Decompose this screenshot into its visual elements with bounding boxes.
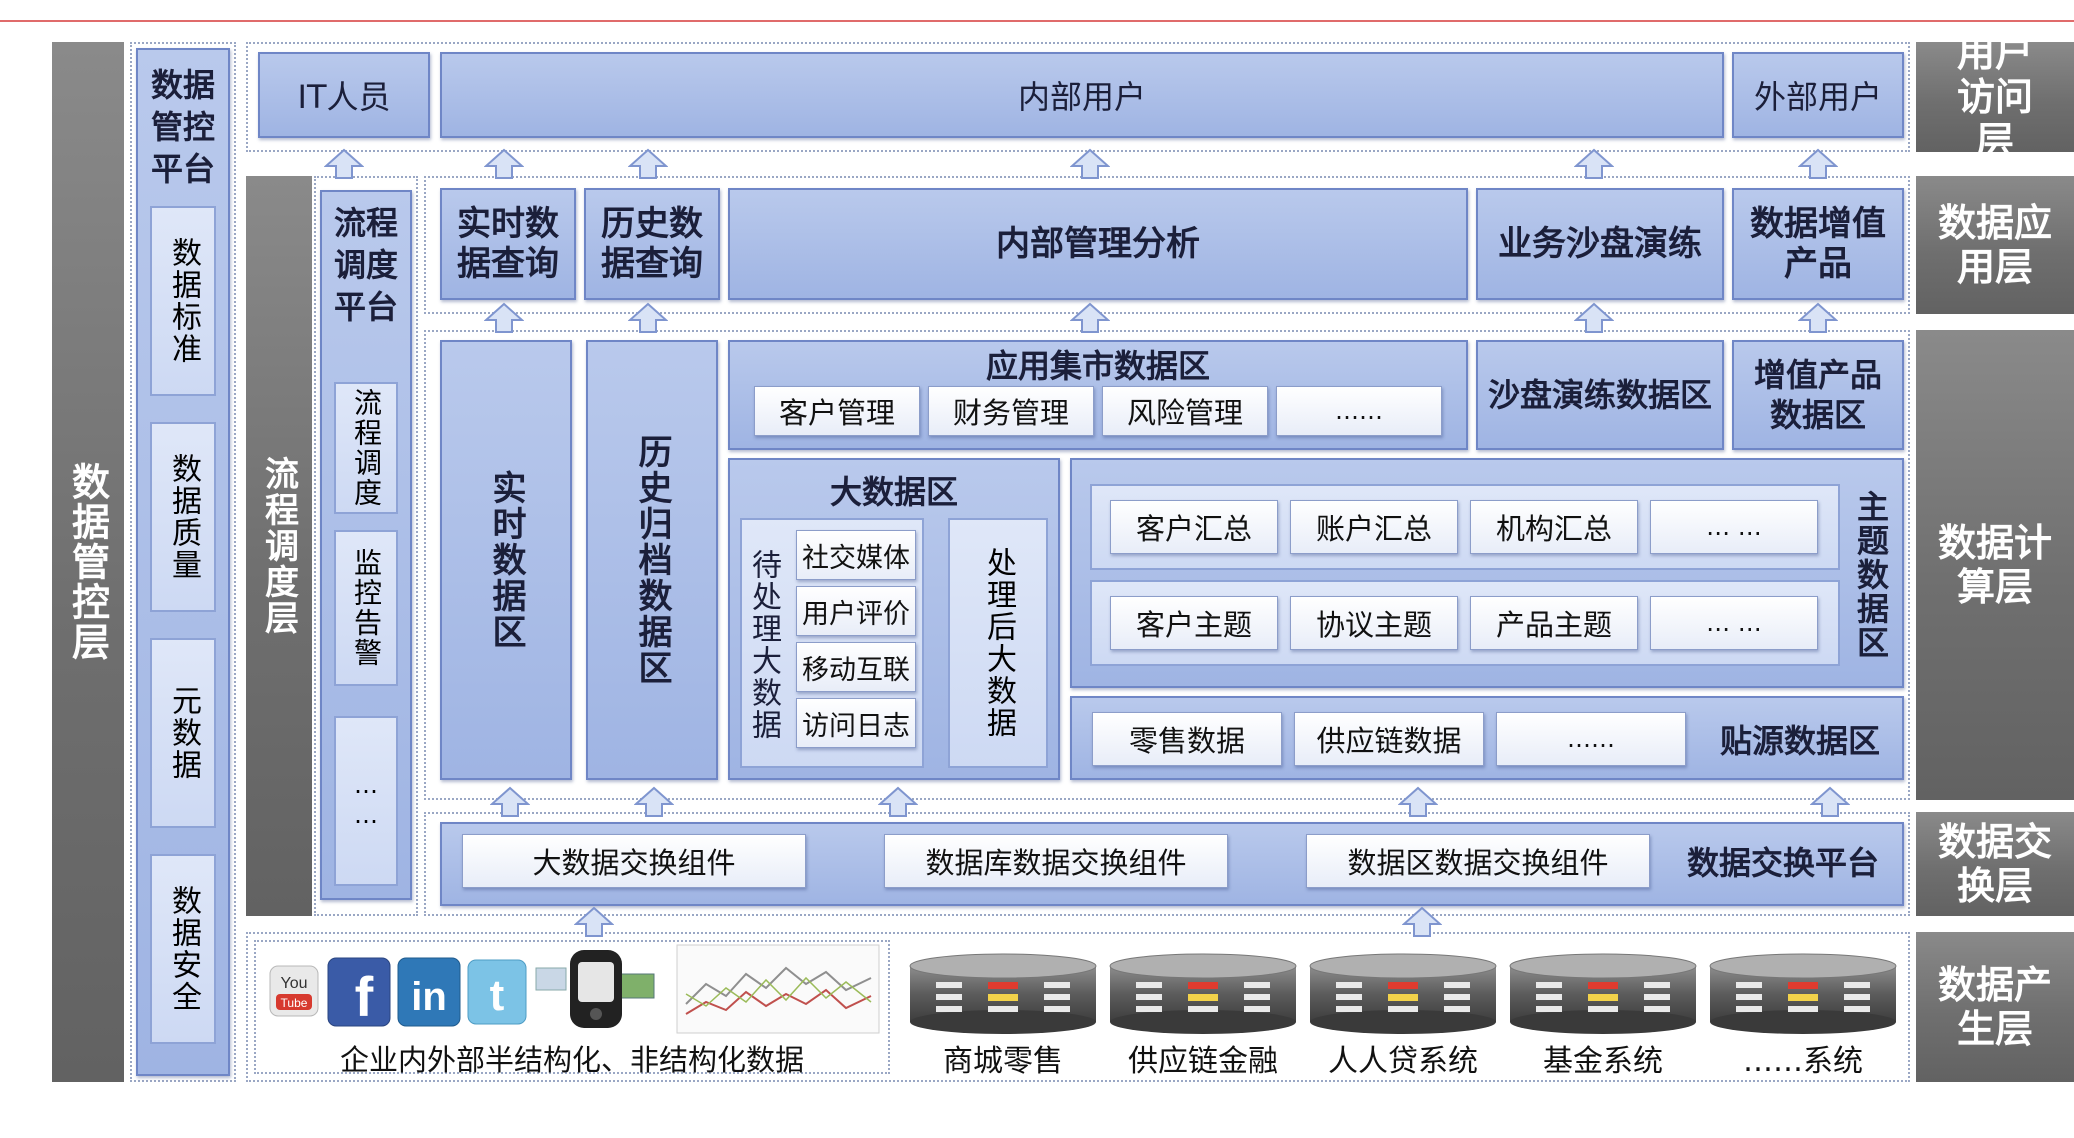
user-internal[interactable]: 内部用户: [440, 52, 1724, 138]
bigdata-title: 大数据区: [829, 473, 958, 511]
linkedin-icon: in: [396, 952, 462, 1032]
up-arrow-icon: [1797, 148, 1839, 180]
facebook-icon: f: [326, 952, 392, 1032]
up-arrow-icon: [483, 148, 525, 180]
up-arrow-icon: [1401, 906, 1443, 938]
subject-item-customer-summary[interactable]: 客户汇总: [1110, 500, 1278, 554]
governance-title: 数据管控平台: [150, 66, 215, 188]
governance-item-security[interactable]: 数据安全: [150, 854, 216, 1044]
up-arrow-icon: [1397, 786, 1439, 818]
access-layer-label: 用户访问层: [1916, 31, 2074, 163]
exchange-item-database[interactable]: 数据库数据交换组件: [884, 834, 1228, 888]
twitter-icon: t: [466, 954, 528, 1030]
produce-layer-label: 数据产生层: [1916, 932, 2074, 1082]
compute-layer-label: 数据计算层: [1916, 330, 2074, 800]
subject-item-product-topic[interactable]: 产品主题: [1470, 596, 1638, 650]
mart-item-more[interactable]: ……: [1276, 386, 1442, 436]
exchange-title: 数据交换平台: [1686, 844, 1879, 882]
subject-item-customer-topic[interactable]: 客户主题: [1110, 596, 1278, 650]
scheduling-item-more[interactable]: ……: [334, 716, 398, 886]
mart-item-finance[interactable]: 财务管理: [928, 386, 1094, 436]
bigdata-processed[interactable]: 处理后大数据: [948, 518, 1048, 768]
up-arrow-icon: [627, 148, 669, 180]
up-arrow-icon: [483, 302, 525, 334]
governance-item-standard[interactable]: 数据标准: [150, 206, 216, 396]
unstructured-label: 企业内外部半结构化、非结构化数据: [339, 1043, 804, 1077]
subject-item-more-1[interactable]: … …: [1650, 500, 1818, 554]
up-arrow-icon: [877, 786, 919, 818]
mobile-phone-icon: [530, 944, 662, 1032]
up-arrow-icon: [1573, 148, 1615, 180]
up-arrow-icon: [573, 906, 615, 938]
db-disk-icon-1: [906, 950, 1100, 1034]
up-arrow-icon: [1809, 786, 1851, 818]
subject-item-more-2[interactable]: … …: [1650, 596, 1818, 650]
line-chart-icon: [676, 944, 880, 1034]
system-label-1: 商城零售: [943, 1044, 1063, 1079]
realtime-zone[interactable]: 实时数据区: [440, 340, 572, 780]
svg-text:in: in: [411, 975, 447, 1019]
top-divider-line: [0, 20, 2074, 22]
system-label-3: 人人贷系统: [1328, 1044, 1478, 1079]
db-disk-icon-3: [1306, 950, 1500, 1034]
up-arrow-icon: [323, 148, 365, 180]
source-item-supply[interactable]: 供应链数据: [1294, 712, 1484, 766]
source-item-more[interactable]: ……: [1496, 712, 1686, 766]
mart-item-customer[interactable]: 客户管理: [754, 386, 920, 436]
scheduling-item-monitor[interactable]: 监控告警: [334, 530, 398, 686]
user-external[interactable]: 外部用户: [1732, 52, 1904, 138]
system-label-5: ……系统: [1743, 1044, 1863, 1079]
source-item-retail[interactable]: 零售数据: [1092, 712, 1282, 766]
subject-item-org-summary[interactable]: 机构汇总: [1470, 500, 1638, 554]
governance-layer-label: 数据管控层: [52, 42, 124, 1082]
app-sandbox[interactable]: 业务沙盘演练: [1476, 188, 1724, 300]
bigdata-item-review[interactable]: 用户评价: [796, 586, 916, 636]
scheduling-layer-label: 流程调度层: [246, 176, 312, 916]
subject-item-agreement-topic[interactable]: 协议主题: [1290, 596, 1458, 650]
app-history-query[interactable]: 历史数据查询: [584, 188, 720, 300]
db-disk-icon-2: [1106, 950, 1300, 1034]
system-label-2: 供应链金融: [1128, 1044, 1278, 1079]
up-arrow-icon: [633, 786, 675, 818]
subject-item-account-summary[interactable]: 账户汇总: [1290, 500, 1458, 554]
app-realtime-query[interactable]: 实时数据查询: [440, 188, 576, 300]
svg-text:Tube: Tube: [281, 996, 308, 1010]
db-disk-icon-5: [1706, 950, 1900, 1034]
svg-text:f: f: [355, 965, 374, 1028]
source-title: 贴源数据区: [1719, 722, 1880, 760]
mart-title: 应用集市数据区: [985, 347, 1210, 385]
system-label-4: 基金系统: [1543, 1044, 1663, 1079]
application-layer-label: 数据应用层: [1916, 176, 2074, 314]
bigdata-item-log[interactable]: 访问日志: [796, 698, 916, 748]
mart-item-risk[interactable]: 风险管理: [1102, 386, 1268, 436]
governance-item-metadata[interactable]: 元数据: [150, 638, 216, 828]
svg-text:You: You: [281, 975, 308, 992]
governance-item-quality[interactable]: 数据质量: [150, 422, 216, 612]
scheduling-item-flow[interactable]: 流程调度: [334, 382, 398, 514]
sandbox-zone[interactable]: 沙盘演练数据区: [1476, 340, 1724, 450]
bigdata-item-mobile[interactable]: 移动互联: [796, 642, 916, 692]
scheduling-title: 流程调度平台: [333, 204, 398, 326]
app-value-product[interactable]: 数据增值产品: [1732, 188, 1904, 300]
db-disk-icon-4: [1506, 950, 1700, 1034]
app-internal-analysis[interactable]: 内部管理分析: [728, 188, 1468, 300]
exchange-layer-label: 数据交换层: [1916, 812, 2074, 916]
bigdata-item-social[interactable]: 社交媒体: [796, 530, 916, 580]
up-arrow-icon: [1797, 302, 1839, 334]
user-it[interactable]: IT人员: [258, 52, 430, 138]
up-arrow-icon: [627, 302, 669, 334]
bigdata-pending-label: 待处理大数据: [746, 549, 781, 741]
up-arrow-icon: [1573, 302, 1615, 334]
svg-text:t: t: [490, 971, 505, 1020]
up-arrow-icon: [489, 786, 531, 818]
value-zone[interactable]: 增值产品数据区: [1732, 340, 1904, 450]
up-arrow-icon: [1069, 148, 1111, 180]
subject-title: 主题数据区: [1852, 490, 1890, 660]
up-arrow-icon: [1069, 302, 1111, 334]
history-zone[interactable]: 历史归档数据区: [586, 340, 718, 780]
exchange-item-bigdata[interactable]: 大数据交换组件: [462, 834, 806, 888]
exchange-item-zone[interactable]: 数据区数据交换组件: [1306, 834, 1650, 888]
